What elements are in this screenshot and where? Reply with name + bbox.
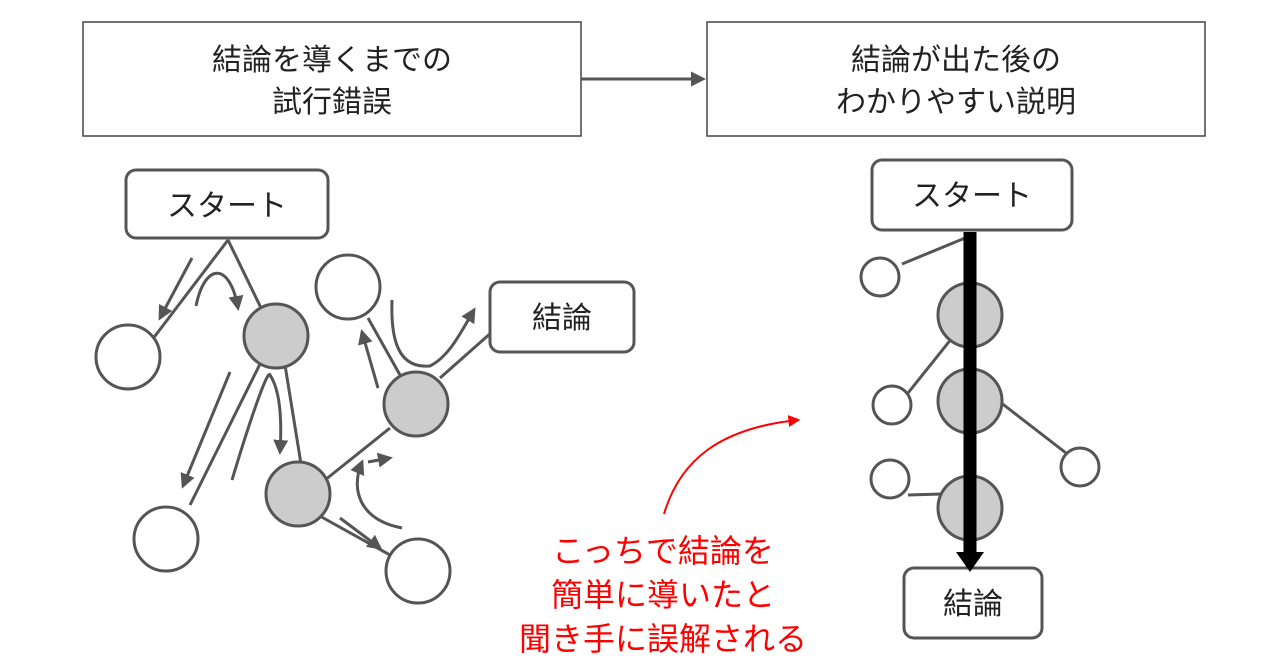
edge <box>226 239 264 311</box>
header-left-line2: 試行錯誤 <box>272 85 392 120</box>
node-white <box>871 384 913 426</box>
trial-arrow <box>367 452 393 468</box>
trial-arrow <box>194 271 244 311</box>
node-white <box>132 505 200 573</box>
edge <box>283 364 304 471</box>
header-left-line1: 結論を導くまでの <box>212 43 452 78</box>
edge <box>150 239 230 341</box>
trial-arrow <box>350 459 403 530</box>
right-start-box <box>870 158 1074 232</box>
node-gray <box>242 302 310 370</box>
right-start-label: スタート <box>912 179 1032 214</box>
annotation-line3: 聞き手に誤解される <box>519 620 807 658</box>
header-right-line2: わかりやすい説明 <box>836 85 1076 120</box>
main-path-arrowhead <box>956 552 984 572</box>
trial-arrow <box>358 329 380 389</box>
node-white <box>1059 446 1101 488</box>
header-right-line1: 結論が出た後の <box>851 43 1061 78</box>
header-right-box: 結論が出た後の わかりやすい説明 <box>706 21 1206 137</box>
left-conclusion-box <box>488 280 636 354</box>
left-conclusion-label: 結論 <box>532 301 592 336</box>
node-gray <box>264 460 332 528</box>
edge <box>901 234 971 266</box>
left-start-label: スタート <box>167 189 287 224</box>
node-white <box>384 537 452 605</box>
node-white <box>314 253 382 321</box>
header-left-box: 結論を導くまでの 試行錯誤 <box>82 21 582 137</box>
annotation-line1: こっちで結論を <box>552 532 774 570</box>
node-white <box>859 256 901 298</box>
trial-arrow <box>230 372 289 481</box>
edge <box>907 492 943 497</box>
trial-arrow <box>180 371 232 489</box>
left-diagram <box>94 168 636 605</box>
annotation-line2: 簡単に導いたと <box>551 576 775 614</box>
node-white <box>869 458 911 500</box>
edge <box>324 426 391 482</box>
edge <box>906 337 954 394</box>
left-start-box <box>124 168 330 240</box>
annotation-arrow <box>663 415 801 515</box>
node-gray <box>382 370 450 438</box>
node-white <box>94 323 162 391</box>
right-conclusion-box <box>902 566 1044 640</box>
edge <box>439 330 493 380</box>
trial-arrow <box>390 299 476 368</box>
right-diagram <box>859 158 1101 640</box>
trial-arrow <box>339 516 383 550</box>
edge <box>188 359 264 506</box>
trial-arrow <box>158 257 194 321</box>
edge <box>999 400 1067 455</box>
right-conclusion-label: 結論 <box>943 587 1003 622</box>
edge <box>366 317 402 376</box>
